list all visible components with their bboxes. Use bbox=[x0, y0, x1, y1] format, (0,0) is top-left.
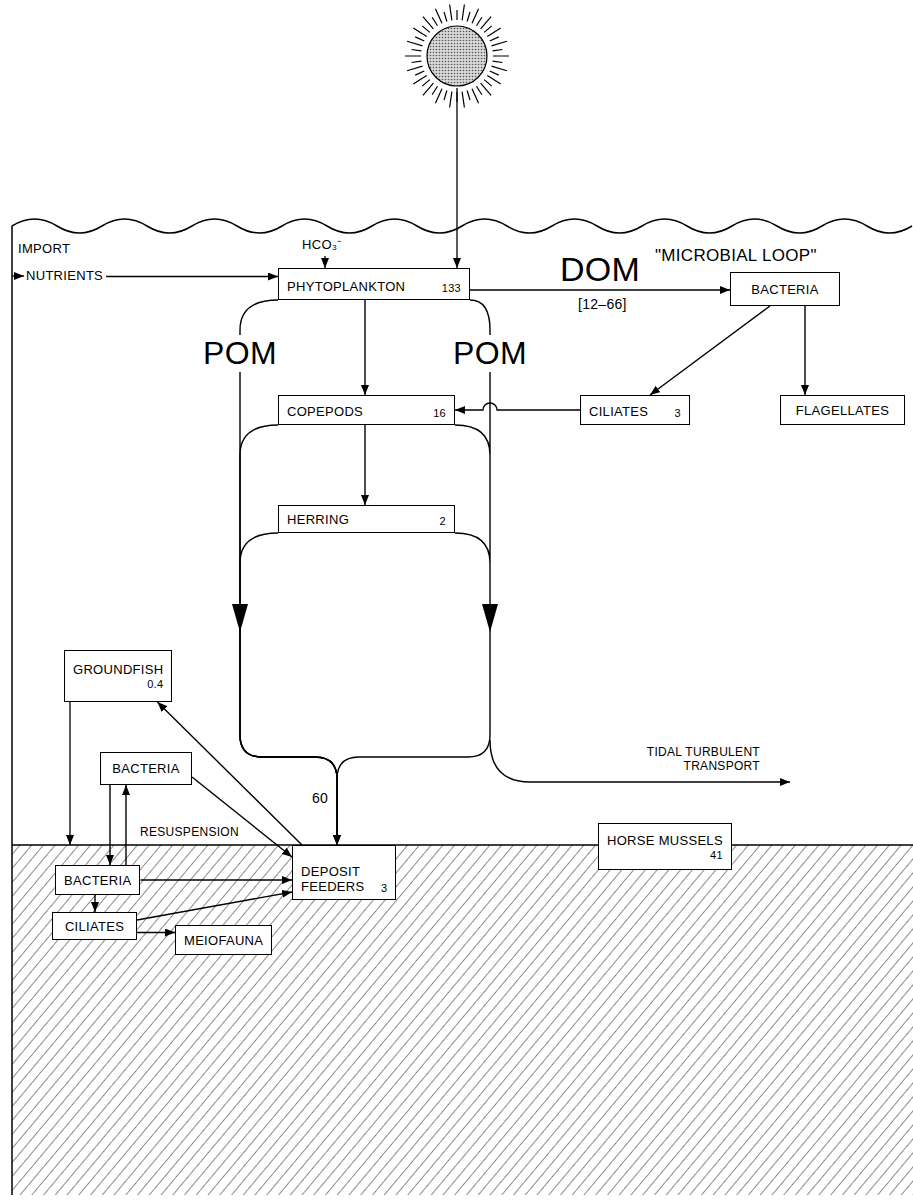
pom-arrow-head bbox=[482, 604, 498, 632]
flow-arrow bbox=[125, 785, 126, 865]
biomass-number: 133 bbox=[442, 282, 461, 295]
transport-label: TIDAL TURBULENT TRANSPORT bbox=[630, 745, 760, 773]
pom-label: POM bbox=[451, 335, 529, 372]
sunlight-arrow bbox=[456, 88, 457, 268]
organism-box: BACTERIA bbox=[100, 752, 192, 785]
organism-name: HORSE MUSSELS bbox=[607, 834, 723, 849]
flow-arrow bbox=[137, 932, 175, 933]
flow-arrow bbox=[137, 892, 292, 920]
flow-arrow bbox=[109, 785, 110, 865]
tidal-transport-arrow bbox=[490, 740, 790, 782]
flow-arrow bbox=[240, 425, 337, 845]
organism-name: GROUNDFISH bbox=[73, 663, 163, 678]
groundfish-to-sediment-arrow bbox=[69, 702, 70, 845]
organism-box: PHYTOPLANKTON 133 bbox=[278, 268, 470, 300]
flow-label: DOM bbox=[560, 252, 640, 286]
organism-box: HORSE MUSSELS41 bbox=[598, 823, 732, 870]
organism-box: MEIOFAUNA bbox=[175, 925, 272, 955]
organism-box: BACTERIA bbox=[730, 272, 840, 306]
biomass-number: 0.4 bbox=[147, 678, 163, 691]
microbial-loop-title: "MICROBIAL LOOP" bbox=[655, 246, 817, 266]
resuspension-label: RESUSPENSION bbox=[140, 826, 239, 840]
flow-arrow bbox=[94, 895, 95, 912]
organism-name: BACTERIA bbox=[751, 283, 818, 298]
flow-arrow bbox=[470, 289, 730, 290]
flux-range: [12–66] bbox=[578, 296, 627, 312]
organism-box: FLAGELLATES bbox=[780, 395, 905, 425]
flow-arrow bbox=[140, 879, 292, 880]
flow-arrow bbox=[364, 425, 365, 505]
organism-name: BACTERIA bbox=[112, 762, 179, 777]
flow-arrow bbox=[240, 300, 337, 845]
biomass-number: 16 bbox=[433, 407, 446, 420]
biomass-number: 2 bbox=[440, 515, 446, 528]
sun bbox=[427, 26, 487, 86]
organism-name: MEIOFAUNA bbox=[184, 934, 263, 949]
import-label: IMPORT bbox=[18, 242, 70, 257]
organism-name: PHYTOPLANKTON bbox=[287, 280, 405, 295]
organism-name: HERRING bbox=[287, 513, 349, 528]
organism-box: COPEPODS 16 bbox=[278, 395, 455, 425]
pom-label: POM bbox=[201, 335, 279, 372]
flux-number: 60 bbox=[312, 790, 328, 806]
water-column-edge bbox=[11, 226, 13, 1195]
bicarbonate-label: HCO₃⁻ bbox=[302, 238, 342, 253]
bicarbonate-arrow bbox=[324, 256, 325, 268]
biomass-number: 3 bbox=[675, 407, 681, 420]
flow-arrow bbox=[804, 306, 805, 395]
nutrients-label: NUTRIENTS bbox=[26, 269, 103, 284]
sediment-surface bbox=[12, 844, 913, 846]
flow-arrow bbox=[650, 306, 770, 395]
import-arrow bbox=[12, 275, 24, 276]
organism-box: BACTERIA bbox=[55, 865, 140, 895]
flow-arrow bbox=[364, 300, 365, 395]
organism-name: FLAGELLATES bbox=[796, 404, 889, 419]
organism-box: HERRING 2 bbox=[278, 505, 455, 533]
biomass-number: 41 bbox=[710, 849, 723, 862]
organism-box: DEPOSIT FEEDERS 3 bbox=[292, 845, 396, 900]
organism-name: CILIATES bbox=[65, 920, 124, 935]
organism-name: CILIATES bbox=[589, 405, 648, 420]
organism-name: BACTERIA bbox=[64, 874, 131, 889]
organism-box: CILIATES 3 bbox=[580, 395, 690, 425]
sediment bbox=[12, 845, 913, 1195]
water-surface bbox=[12, 219, 912, 233]
biomass-number: 3 bbox=[381, 882, 387, 895]
flow-arrow bbox=[455, 403, 580, 410]
nutrient-arrow bbox=[106, 276, 278, 277]
pom-flow-right bbox=[337, 300, 490, 779]
organism-box: GROUNDFISH0.4 bbox=[64, 650, 172, 702]
flow-arrow bbox=[192, 777, 292, 857]
organism-name: COPEPODS bbox=[287, 405, 363, 420]
organism-box: CILIATES bbox=[52, 912, 137, 940]
organism-name: DEPOSIT FEEDERS bbox=[301, 865, 375, 895]
